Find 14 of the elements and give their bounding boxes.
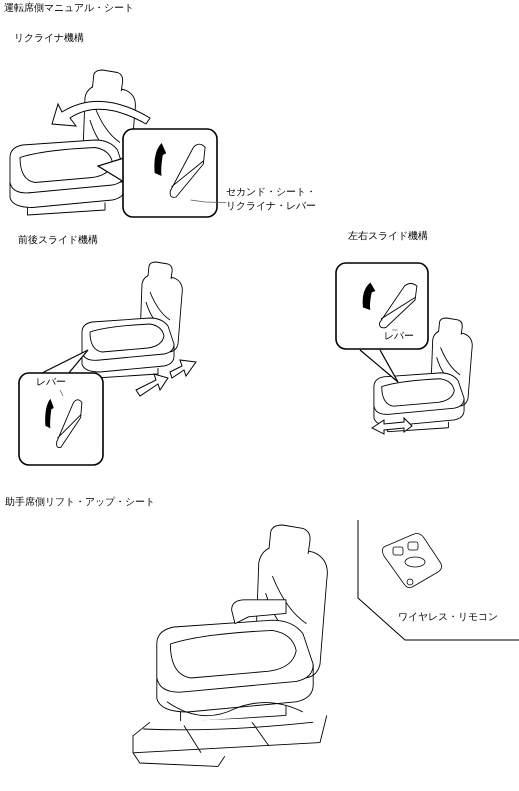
inset-detail-frame [335,262,429,350]
callout-label: レバー [384,330,418,344]
heading: 運転席側マニュアル・シート [4,2,134,16]
callout-label: セカンド・シート・リクライナ・レバー [226,186,322,216]
lever-drawing [42,396,84,450]
section-heading: 前後スライド機構 [18,234,98,248]
section-heading: 助手席側リフト・アップ・シート [5,496,155,510]
section-heading: 左右スライド機構 [348,230,428,244]
section-heading: リクライナ機構 [14,32,84,46]
part-label: ワイヤレス・リモコン [398,611,498,624]
inset-detail-frame [122,128,218,218]
leader-line [190,200,226,203]
callout-label: レバー [36,376,76,390]
leader-line [60,390,64,396]
